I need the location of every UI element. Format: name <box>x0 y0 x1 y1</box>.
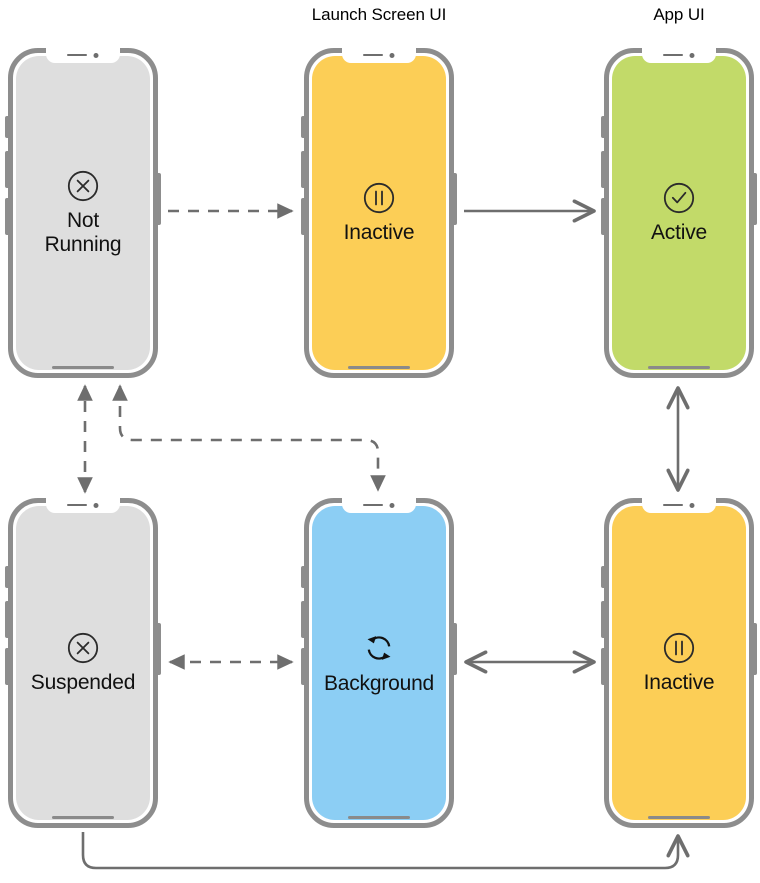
phone-screen: Background <box>312 506 446 820</box>
power-button <box>454 173 457 225</box>
volume-down-button <box>301 198 304 235</box>
state-label-line: Inactive <box>343 221 415 245</box>
phone-screen: Suspended <box>16 506 150 820</box>
volume-up-button <box>301 601 304 638</box>
pause-circle-icon <box>662 631 696 665</box>
earpiece-speaker-icon <box>67 54 87 57</box>
transition-suspended-to-inactive-app <box>81 832 690 870</box>
power-button <box>158 173 161 225</box>
silent-switch-icon <box>601 116 604 138</box>
home-indicator <box>52 816 114 819</box>
volume-up-button <box>301 151 304 188</box>
state-label-line: Not <box>66 209 100 233</box>
home-indicator <box>648 366 710 369</box>
silent-switch-icon <box>5 116 8 138</box>
state-phone-not-running[interactable]: Not Running <box>5 48 161 378</box>
x-circle-icon <box>66 169 100 203</box>
pause-circle-icon <box>362 181 396 215</box>
state-phone-background[interactable]: Background <box>301 498 457 828</box>
state-label-suspended: Suspended <box>27 671 139 695</box>
front-camera-icon <box>389 503 395 508</box>
x-circle-icon <box>66 631 100 665</box>
volume-down-button <box>5 198 8 235</box>
state-phone-inactive-launch[interactable]: Inactive <box>301 48 457 378</box>
power-button <box>454 623 457 675</box>
front-camera-icon <box>689 503 695 508</box>
front-camera-icon <box>389 53 395 58</box>
state-label-inactive-launch: Inactive <box>340 221 419 245</box>
silent-switch-icon <box>301 566 304 588</box>
state-label-line: Running <box>44 233 122 256</box>
state-phone-active[interactable]: Active <box>601 48 757 378</box>
silent-switch-icon <box>301 116 304 138</box>
volume-up-button <box>601 601 604 638</box>
state-label-line: Background <box>323 672 435 696</box>
volume-down-button <box>301 648 304 685</box>
volume-down-button <box>601 198 604 235</box>
volume-up-button <box>601 151 604 188</box>
sync-circle-icon <box>361 630 397 666</box>
home-indicator <box>348 366 410 369</box>
front-camera-icon <box>93 503 99 508</box>
earpiece-speaker-icon <box>363 504 383 507</box>
state-label-line: Suspended <box>30 671 136 695</box>
earpiece-speaker-icon <box>67 504 87 507</box>
state-label-not-running: Not Running <box>41 209 126 256</box>
home-indicator <box>648 816 710 819</box>
earpiece-speaker-icon <box>363 54 383 57</box>
front-camera-icon <box>689 53 695 58</box>
home-indicator <box>52 366 114 369</box>
phone-screen: Inactive <box>312 56 446 370</box>
state-label-line: Inactive <box>643 671 715 695</box>
column-header-launch-screen-ui: Launch Screen UI <box>311 5 447 24</box>
front-camera-icon <box>93 53 99 58</box>
phone-screen: Active <box>612 56 746 370</box>
state-label-line: Active <box>651 221 707 245</box>
power-button <box>754 623 757 675</box>
state-label-inactive-app: Inactive <box>640 671 719 695</box>
check-circle-icon <box>662 181 696 215</box>
phone-screen: Not Running <box>16 56 150 370</box>
silent-switch-icon <box>601 566 604 588</box>
silent-switch-icon <box>5 566 8 588</box>
volume-down-button <box>601 648 604 685</box>
volume-up-button <box>5 601 8 638</box>
volume-up-button <box>5 151 8 188</box>
home-indicator <box>348 816 410 819</box>
transition-not-running-background <box>112 384 386 492</box>
power-button <box>754 173 757 225</box>
state-phone-suspended[interactable]: Suspended <box>5 498 161 828</box>
earpiece-speaker-icon <box>663 504 683 507</box>
column-header-app-ui: App UI <box>653 5 705 24</box>
state-label-active: Active <box>647 221 711 245</box>
state-phone-inactive-app[interactable]: Inactive <box>601 498 757 828</box>
earpiece-speaker-icon <box>663 54 683 57</box>
state-label-background: Background <box>320 672 438 696</box>
phone-screen: Inactive <box>612 506 746 820</box>
volume-down-button <box>5 648 8 685</box>
power-button <box>158 623 161 675</box>
